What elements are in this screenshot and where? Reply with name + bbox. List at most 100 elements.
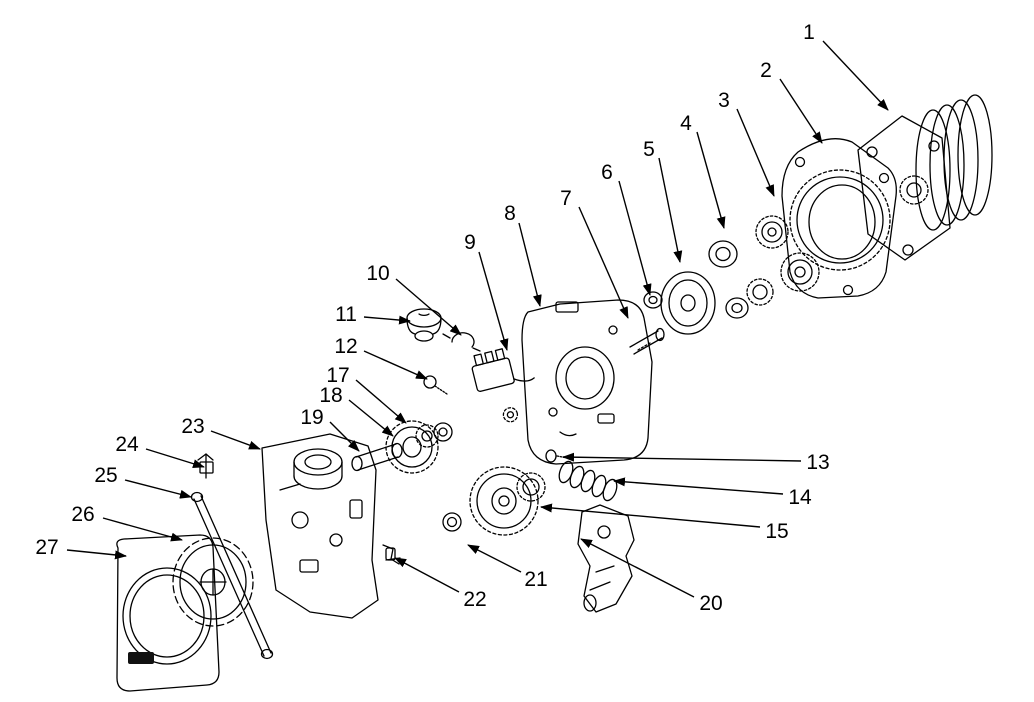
callout-leader-line (348, 399, 394, 437)
callout-number: 15 (765, 520, 788, 543)
callout-27: 27 (35, 536, 127, 560)
callout-leader-line (210, 430, 261, 450)
part-connector (471, 348, 535, 423)
part-washer-6 (643, 291, 663, 309)
callout-24: 24 (115, 433, 205, 469)
exploded-assembly (116, 94, 993, 692)
callout-number: 2 (760, 59, 772, 82)
part-bearing-4 (708, 240, 738, 268)
callout-number: 11 (335, 303, 357, 326)
callout-leader-line (822, 40, 889, 111)
callout-23: 23 (181, 415, 261, 450)
callout-leader-line (658, 157, 683, 263)
part-pinion-gears (746, 215, 820, 306)
callout-leader-line (355, 379, 407, 424)
callouts-layer: 1234567891011121718191314152021222324252… (35, 21, 889, 615)
part-rod (190, 491, 274, 660)
part-gear-plate (781, 138, 897, 299)
callout-leader-line (779, 78, 823, 144)
callout-number: 1 (803, 21, 815, 44)
callout-4: 4 (680, 112, 726, 229)
part-pulley-disc (660, 271, 749, 335)
callout-21: 21 (467, 544, 548, 591)
callout-number: 14 (788, 486, 812, 509)
callout-number: 18 (319, 384, 342, 407)
callout-number: 8 (504, 202, 516, 225)
part-clip-22 (382, 544, 401, 565)
callout-leader-line (102, 517, 183, 542)
part-gear-18 (385, 420, 439, 474)
callout-number: 7 (560, 187, 572, 210)
callout-leader-line (578, 206, 629, 319)
callout-leader-line (395, 278, 462, 336)
callout-leader-line (363, 350, 428, 380)
part-c-clip (442, 332, 481, 352)
part-spring (558, 460, 618, 502)
part-worm-shaft (629, 327, 665, 355)
part-screw-13 (545, 449, 574, 463)
callout-number: 27 (35, 536, 58, 559)
callout-18: 18 (319, 384, 394, 437)
callout-15: 15 (540, 503, 789, 543)
callout-leader-line (580, 538, 695, 598)
callout-leader-line (394, 557, 460, 593)
callout-number: 9 (464, 231, 476, 254)
callout-leader-line (518, 222, 542, 307)
part-gear-15 (469, 466, 546, 536)
callout-leader-line (613, 477, 784, 495)
callout-number: 26 (71, 503, 94, 526)
callout-number: 25 (94, 464, 117, 487)
callout-leader-line (363, 315, 411, 325)
callout-25: 25 (94, 464, 192, 499)
callout-number: 6 (601, 161, 613, 184)
callout-13: 13 (562, 451, 830, 474)
callout-5: 5 (643, 138, 683, 263)
callout-12: 12 (334, 335, 428, 380)
callout-6: 6 (601, 161, 652, 296)
callout-leader-line (329, 421, 360, 452)
callout-leader-line (124, 479, 192, 499)
callout-10: 10 (366, 262, 462, 336)
callout-number: 21 (524, 568, 547, 591)
callout-number: 10 (366, 262, 389, 285)
callout-number: 17 (326, 364, 349, 387)
callout-number: 24 (115, 433, 139, 456)
callout-8: 8 (504, 202, 542, 307)
callout-leader-line (540, 503, 761, 528)
callout-leader-line (467, 544, 522, 573)
part-bracket (577, 504, 635, 613)
callout-leader-line (145, 448, 205, 469)
callout-number: 23 (181, 415, 204, 438)
callout-number: 4 (680, 112, 692, 135)
part-screw-12 (423, 375, 448, 395)
part-washer-21 (442, 512, 462, 532)
callout-number: 19 (300, 406, 323, 429)
callout-number: 20 (699, 592, 722, 615)
callout-19: 19 (300, 406, 360, 452)
part-frame (261, 433, 379, 619)
part-bezel (116, 534, 220, 692)
callout-14: 14 (613, 477, 812, 509)
callout-number: 3 (718, 89, 730, 112)
callout-11: 11 (335, 303, 411, 326)
callout-leader-line (478, 251, 509, 351)
callout-1: 1 (803, 21, 889, 111)
callout-number: 5 (643, 138, 655, 161)
callout-leader-line (66, 549, 127, 560)
callout-3: 3 (718, 89, 775, 197)
callout-leader-line (696, 131, 726, 229)
callout-20: 20 (580, 538, 723, 615)
callout-2: 2 (760, 59, 823, 144)
callout-leader-line (562, 452, 802, 462)
callout-9: 9 (464, 231, 509, 351)
callout-number: 12 (334, 335, 357, 358)
callout-26: 26 (71, 503, 183, 542)
part-shaft-19 (351, 442, 403, 472)
callout-7: 7 (560, 187, 629, 319)
part-motor (857, 94, 993, 261)
part-gear-housing (521, 299, 653, 465)
callout-number: 22 (463, 588, 486, 611)
callout-number: 13 (806, 451, 829, 474)
callout-17: 17 (326, 364, 407, 424)
